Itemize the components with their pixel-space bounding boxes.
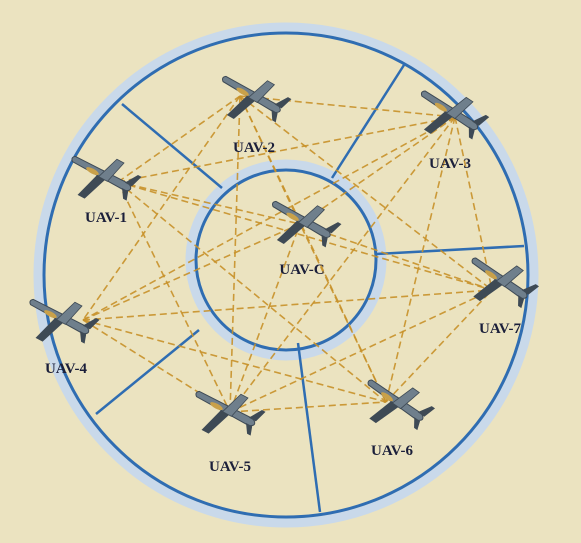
link-uav-4-uav-6 — [82, 319, 387, 403]
link-uav-3-uav-6 — [385, 116, 456, 403]
planes-layer — [29, 75, 540, 436]
plane-tail — [271, 97, 292, 123]
link-uav-7-uav-c — [299, 223, 493, 291]
plane-icon-uav-4 — [29, 298, 100, 344]
link-uav-1-uav-3 — [117, 116, 456, 183]
label-uav-3: UAV-3 — [429, 156, 471, 172]
plane-accent — [381, 392, 393, 402]
plane-accent — [210, 402, 223, 411]
sector-divider — [121, 103, 223, 189]
link-uav-3-uav-5 — [229, 116, 456, 413]
link-uav-1-uav-5 — [117, 181, 231, 413]
outer-ring-halo — [33, 22, 539, 528]
link-uav-2-uav-3 — [239, 95, 456, 118]
link-uav-1-uav-7 — [117, 181, 493, 291]
plane-icon-uav-1 — [71, 155, 142, 201]
plane-icon-uav-6 — [367, 379, 436, 431]
sector-dividers — [95, 64, 525, 513]
sector-divider — [330, 64, 406, 179]
plane-tail — [321, 222, 342, 248]
plane-icon-uav-3 — [420, 90, 490, 140]
plane-tail — [414, 406, 436, 431]
link-uav-1-uav-6 — [117, 181, 387, 403]
plane-accent — [86, 167, 99, 176]
link-uav-3-uav-7 — [454, 116, 493, 291]
link-uav-4-uav-7 — [82, 289, 493, 321]
plane-wing — [391, 387, 420, 410]
plane-accent — [485, 270, 497, 280]
plane-wing — [445, 96, 474, 120]
plane-icon-uav-5 — [195, 390, 266, 436]
inner-ring-halo — [185, 159, 387, 361]
link-uav-2-uav-4 — [82, 95, 241, 321]
sector-divider — [296, 342, 322, 513]
link-uav-2-uav-5 — [229, 95, 241, 413]
plane-wing — [247, 80, 276, 103]
plane-icon-uav-2 — [222, 75, 292, 123]
plane-tail — [246, 409, 266, 436]
plane-tail — [122, 174, 142, 201]
link-uav-1-uav-c — [117, 181, 301, 225]
label-uav-7: UAV-7 — [479, 321, 521, 337]
plane-wing — [495, 265, 524, 288]
plane-accent — [236, 87, 249, 96]
label-uav-2: UAV-2 — [233, 140, 275, 156]
rings-layer — [33, 22, 539, 528]
plane-wing — [97, 158, 125, 182]
link-uav-2-uav-7 — [239, 95, 493, 291]
plane-tail — [518, 284, 540, 309]
label-uav-1: UAV-1 — [85, 210, 127, 226]
label-uav-5: UAV-5 — [209, 459, 251, 475]
plane-wing — [297, 205, 326, 228]
plane-wing — [55, 301, 83, 325]
link-uav-5-uav-c — [229, 223, 301, 413]
label-uav-c: UAV-C — [279, 262, 324, 278]
plane-tail — [468, 114, 490, 140]
plane-icon-uav-7 — [471, 257, 540, 309]
sector-divider — [95, 329, 200, 415]
inner-ring — [194, 168, 378, 352]
plane-tail — [80, 317, 100, 344]
label-uav-6: UAV-6 — [371, 443, 413, 459]
link-uav-4-uav-c — [82, 223, 301, 321]
plane-accent — [44, 310, 57, 319]
sector-divider — [375, 244, 525, 256]
link-uav-3-uav-4 — [82, 116, 456, 321]
link-uav-1-uav-2 — [117, 95, 241, 183]
link-uav-6-uav-7 — [385, 289, 493, 403]
link-uav-2-uav-c — [239, 95, 301, 225]
link-uav-3-uav-c — [299, 116, 456, 225]
plane-wing — [221, 393, 249, 417]
outer-ring — [42, 31, 530, 519]
plane-icon-uav-c — [272, 200, 342, 248]
label-uav-4: UAV-4 — [45, 361, 87, 377]
link-uav-5-uav-6 — [229, 401, 387, 413]
plane-accent — [286, 212, 299, 221]
plane-accent — [434, 102, 447, 112]
links-layer — [82, 95, 493, 413]
